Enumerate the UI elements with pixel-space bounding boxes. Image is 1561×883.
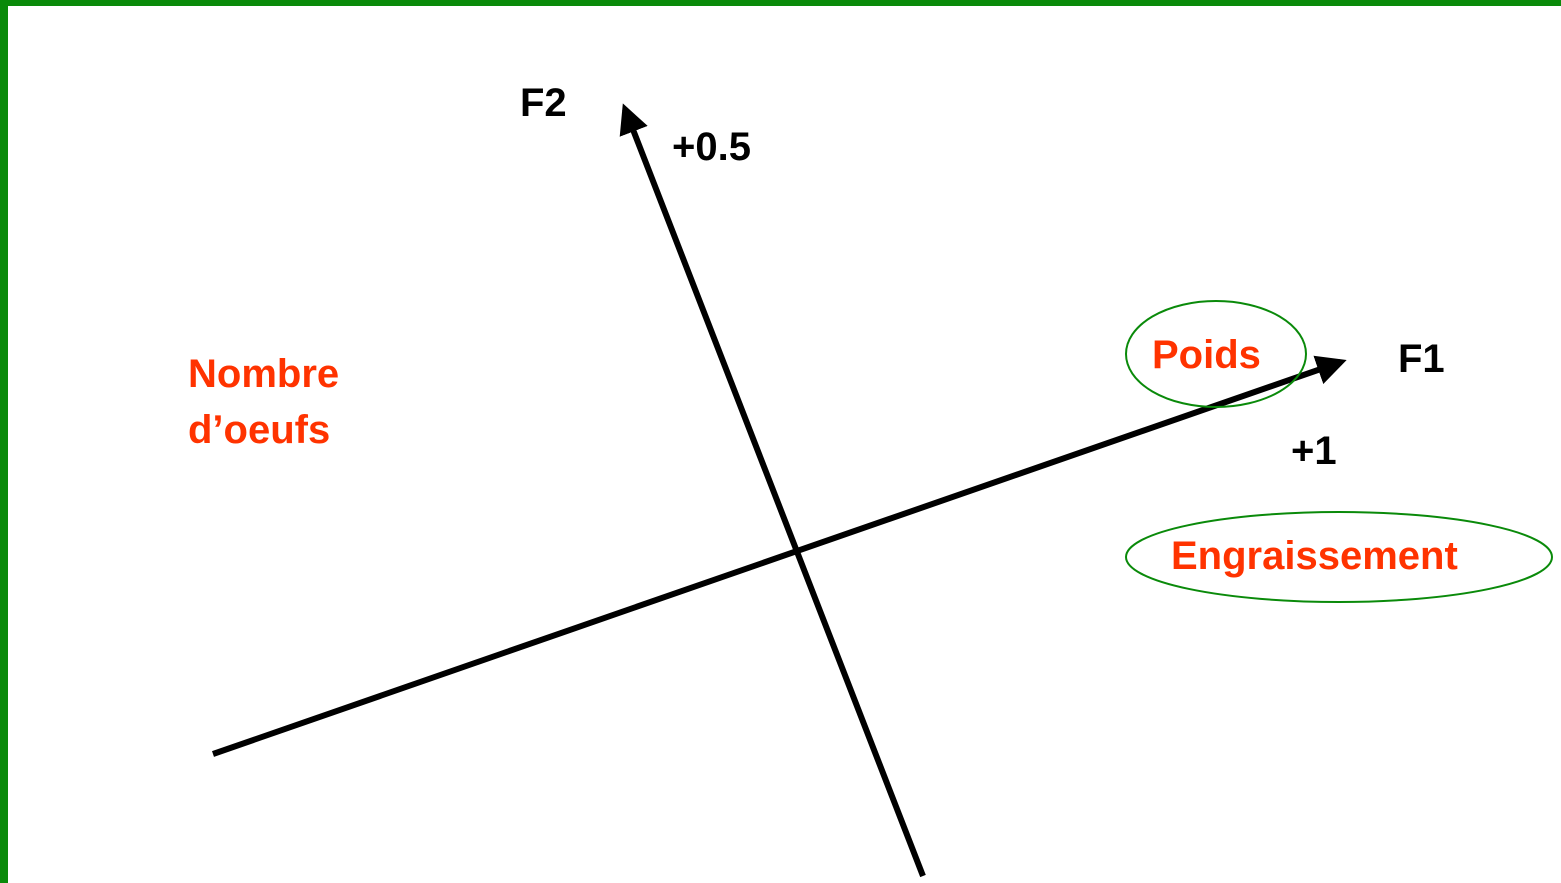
poids-ellipse: [1125, 300, 1307, 408]
f2-axis: [619, 103, 926, 878]
nombre-doeufs-label-line1: Nombre: [188, 352, 339, 396]
f1-tick-label: +1: [1291, 429, 1337, 473]
f1-axis: [212, 355, 1347, 757]
f2-tick-label: +0.5: [672, 125, 751, 169]
f2-label: F2: [520, 81, 567, 125]
factor-plane-diagram: F2 +0.5 F1 +1 Nombre d’oeufs Poids Engra…: [188, 81, 1553, 878]
poids-label: Poids: [1152, 333, 1261, 377]
f1-label: F1: [1398, 337, 1445, 381]
nombre-doeufs-label-line2: d’oeufs: [188, 408, 330, 452]
engraissement-ellipse: [1125, 511, 1553, 603]
engraissement-label: Engraissement: [1171, 534, 1458, 578]
